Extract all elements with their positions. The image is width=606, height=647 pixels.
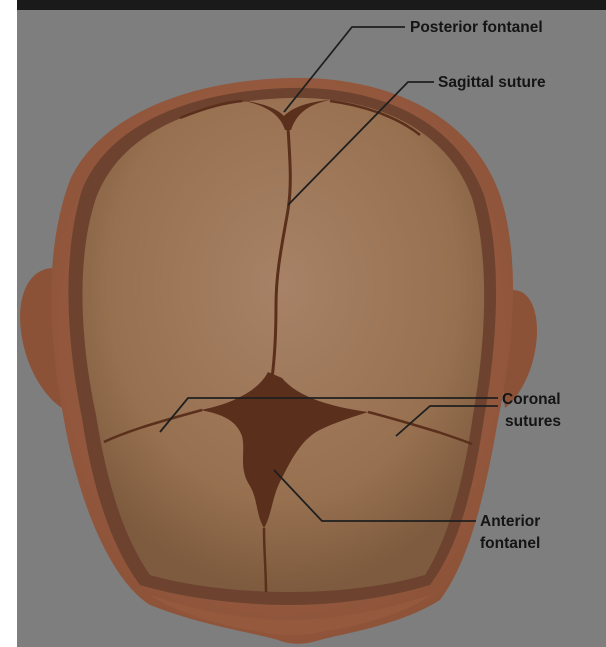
anterior-fontanel-label-line1: Anterior [480,513,540,530]
anterior-fontanel-label-line2: fontanel [480,535,540,552]
coronal-sutures-label-line2: sutures [505,413,561,430]
sagittal-suture-label: Sagittal suture [438,74,546,91]
coronal-sutures-label-line1: Coronal [502,391,561,408]
posterior-fontanel-label: Posterior fontanel [410,19,543,36]
skull-bone [82,98,484,592]
